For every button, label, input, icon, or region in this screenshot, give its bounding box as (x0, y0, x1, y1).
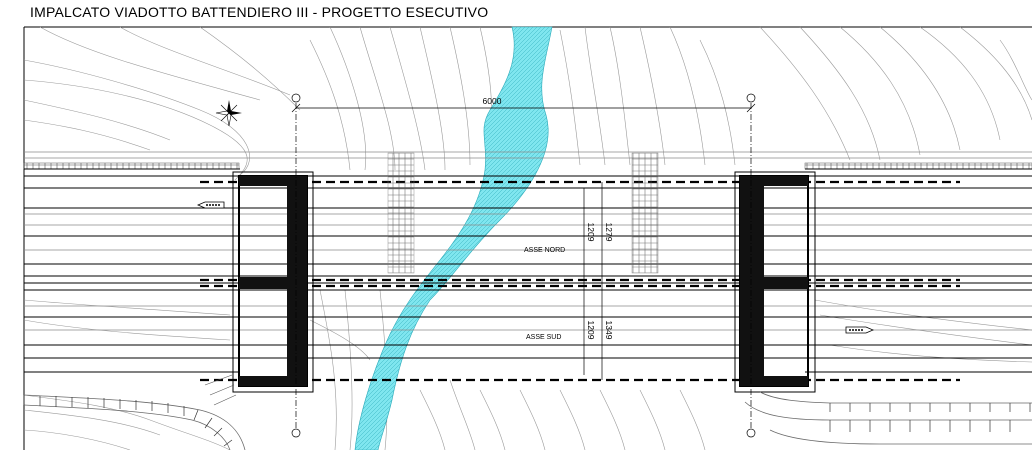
north-arrow-icon (215, 100, 242, 127)
pier-axis-marker-icon (291, 428, 301, 438)
north-deck-width-label: 1209 (586, 223, 596, 242)
south-deck-width-label: 1209 (586, 321, 596, 340)
drawing-title: IMPALCATO VIADOTTO BATTENDIERO III - PRO… (30, 4, 489, 20)
direction-arrow-icon (196, 201, 225, 209)
direction-arrow-icon (845, 326, 875, 334)
river (354, 26, 553, 450)
span-length-label: 6000 (483, 96, 502, 106)
pier-axis-right (746, 93, 756, 438)
axis-south-label: ASSE SUD (526, 334, 561, 341)
pier-axis-marker-icon (291, 93, 301, 103)
retaining-structure-left (23, 374, 246, 450)
retaining-structure-right (744, 391, 1032, 445)
pier-axis-marker-icon (746, 428, 756, 438)
width-dimensions: 1209 1279 1209 1349 (583, 182, 614, 380)
right-abutment (734, 171, 816, 393)
north-total-width-label: 1279 (604, 223, 614, 242)
pier-axis-marker-icon (746, 93, 756, 103)
left-abutment (232, 171, 314, 393)
terrain-contours (23, 26, 1032, 450)
pier-axis-left (291, 93, 301, 438)
south-total-width-label: 1349 (604, 321, 614, 340)
viaduct-deck-lines (23, 151, 1032, 382)
span-dimension: 6000 (291, 96, 756, 113)
drainage-grids (387, 152, 659, 274)
axis-north-label: ASSE NORD (524, 247, 565, 254)
